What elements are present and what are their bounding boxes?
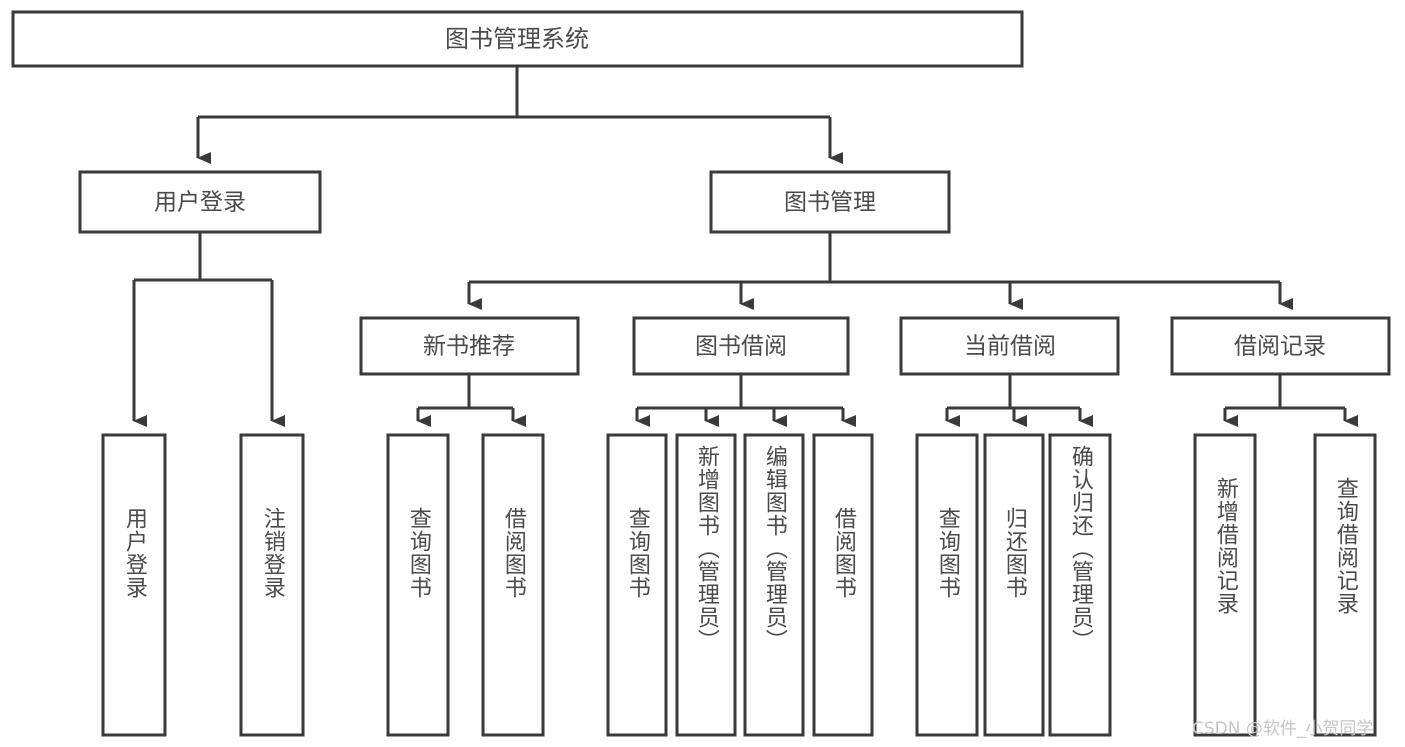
connector-group-borrow-record bbox=[1223, 374, 1358, 427]
node-box-borrow-record[interactable] bbox=[1170, 316, 1391, 376]
node-label-book-borrow: 图书借阅 bbox=[695, 334, 787, 360]
node-label-borrow-record: 借阅记录 bbox=[1234, 334, 1326, 360]
node-box-root[interactable] bbox=[11, 10, 1024, 68]
node-label-user-login: 用户登录 bbox=[154, 190, 246, 216]
node-box-add-borrow-record[interactable] bbox=[1193, 433, 1257, 737]
node-box-current-borrow[interactable] bbox=[899, 316, 1120, 376]
node-box-user-logout[interactable] bbox=[239, 433, 305, 737]
node-box-borrow-book-2[interactable] bbox=[812, 433, 874, 737]
node-label-book-manage: 图书管理 bbox=[784, 190, 876, 216]
node-box-query-book-2[interactable] bbox=[606, 433, 668, 737]
connector-group-book-borrow bbox=[635, 374, 856, 427]
node-box-confirm-return-admin[interactable] bbox=[1048, 433, 1112, 737]
node-box-new-book-recommend[interactable] bbox=[359, 316, 580, 376]
connector-group-current-borrow bbox=[945, 374, 1093, 427]
node-box-query-borrow-record[interactable] bbox=[1313, 433, 1377, 737]
node-box-edit-book-admin[interactable] bbox=[743, 433, 805, 737]
node-box-borrow-book-1[interactable] bbox=[481, 433, 545, 737]
node-box-user-login-do[interactable] bbox=[101, 433, 167, 737]
node-box-query-book-1[interactable] bbox=[386, 433, 450, 737]
node-box-book-borrow[interactable] bbox=[632, 316, 850, 376]
connector-group-book-manage bbox=[467, 232, 1293, 310]
node-box-return-book[interactable] bbox=[983, 433, 1045, 737]
node-box-book-manage[interactable] bbox=[709, 170, 951, 234]
node-box-user-login[interactable] bbox=[78, 170, 322, 234]
connector-group-new-book-recommend bbox=[416, 374, 526, 427]
node-label-current-borrow: 当前借阅 bbox=[964, 334, 1056, 360]
connector-group-root bbox=[196, 66, 843, 164]
node-box-add-book-admin[interactable] bbox=[675, 433, 737, 737]
node-label-new-book-recommend: 新书推荐 bbox=[423, 334, 515, 360]
node-label-root: 图书管理系统 bbox=[445, 25, 589, 53]
connector-group-user-login bbox=[132, 232, 285, 427]
node-box-query-book-3[interactable] bbox=[915, 433, 979, 737]
